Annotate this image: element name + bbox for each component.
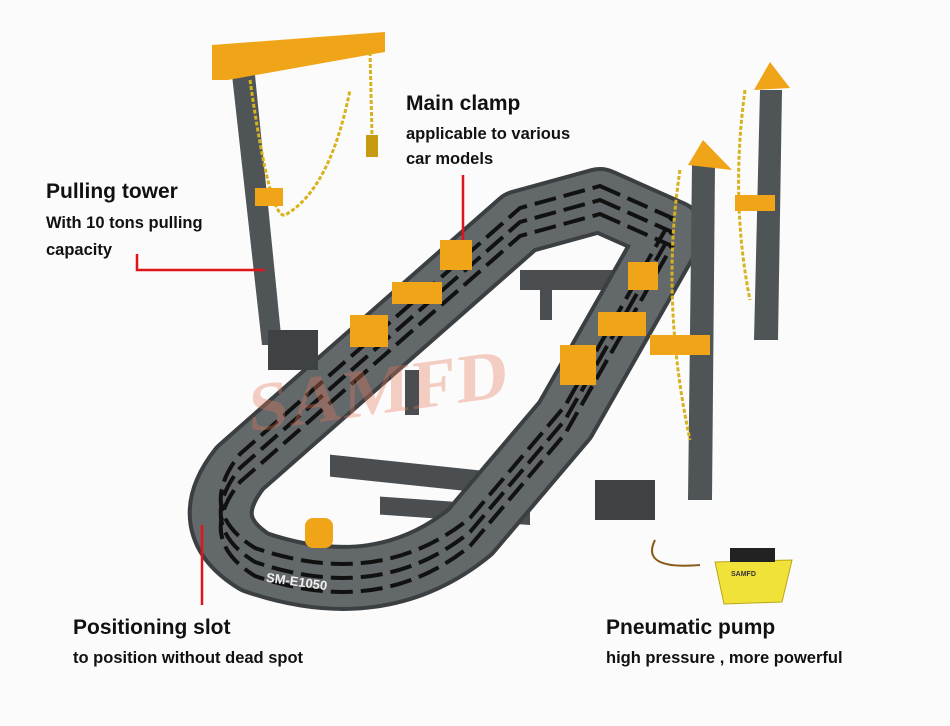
- leader-pulling-tower: [135, 254, 265, 272]
- annotation-text: With 10 tons pulling: [46, 214, 203, 232]
- annotation-title: Positioning slot: [73, 616, 231, 639]
- annotation-text: capacity: [46, 241, 113, 259]
- annotation-text: high pressure , more powerful: [606, 649, 843, 667]
- annotation-text: car models: [406, 150, 494, 168]
- annotation-title: Pneumatic pump: [606, 616, 776, 639]
- pump-brand-label: SAMFD: [731, 571, 756, 578]
- annotation-title: Main clamp: [406, 92, 521, 115]
- annotation-text: applicable to various: [406, 125, 571, 143]
- clamps: [305, 240, 658, 548]
- pneumatic-pump-illustration: [651, 539, 793, 605]
- pulling-tower-left: [212, 32, 385, 370]
- annotation-title: Pulling tower: [46, 180, 178, 203]
- annotation-text: to position without dead spot: [73, 649, 304, 667]
- leader-lines: [135, 175, 465, 605]
- frame-track: [187, 167, 705, 611]
- pulling-tower-right: [595, 62, 790, 520]
